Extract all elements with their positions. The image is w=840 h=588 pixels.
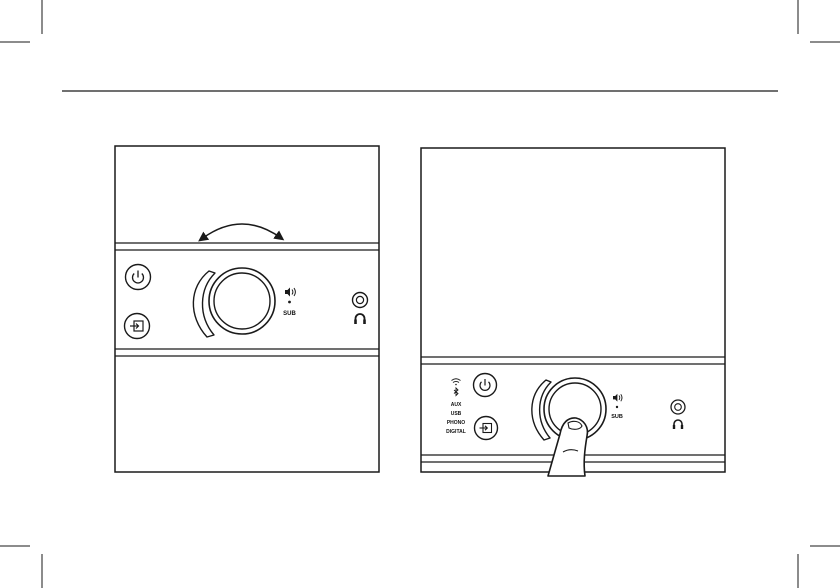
fingernail <box>568 421 582 429</box>
left-illustration: SUB <box>115 146 379 472</box>
power-button[interactable] <box>126 265 151 290</box>
source-item: DIGITAL <box>446 429 466 435</box>
indicator-dot <box>288 301 291 304</box>
headphone-jack[interactable] <box>353 293 368 308</box>
sub-label: SUB <box>283 311 296 317</box>
sub-label: SUB <box>611 414 623 420</box>
input-button[interactable] <box>475 417 498 440</box>
headphone-jack[interactable] <box>671 400 685 414</box>
power-button[interactable] <box>474 374 497 397</box>
source-item: PHONO <box>447 420 465 426</box>
volume-knob[interactable] <box>209 268 275 334</box>
source-item: AUX <box>451 402 462 408</box>
input-button[interactable] <box>125 314 150 339</box>
right-illustration: AUX USB PHONO DIGITAL <box>421 148 725 476</box>
source-item: USB <box>451 411 462 417</box>
indicator-dot <box>616 406 618 408</box>
